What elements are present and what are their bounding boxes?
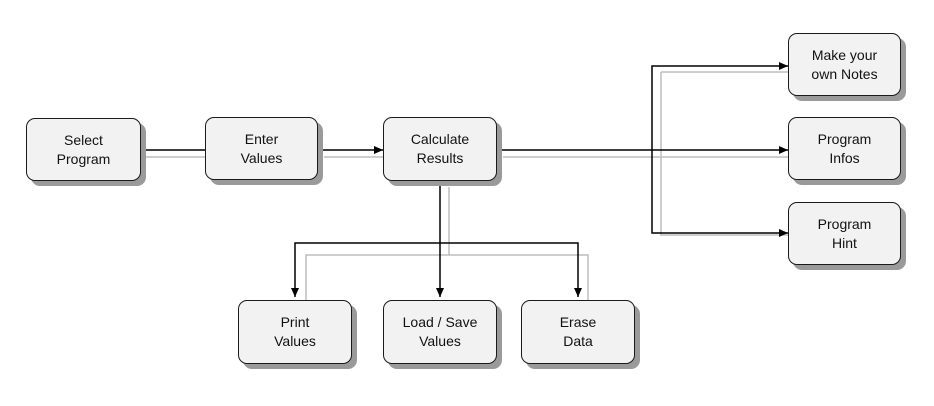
- node-label: Select Program: [56, 131, 111, 167]
- node-select-program: Select Program: [26, 118, 141, 181]
- node-label: Calculate Results: [410, 131, 470, 166]
- node-label: Print Values: [274, 314, 316, 349]
- node-print-values: Print Values: [238, 300, 352, 364]
- node-label: Make your own Notes: [811, 46, 878, 82]
- node-program-infos: Program Infos: [788, 117, 901, 180]
- connector-shadows: [146, 71, 794, 300]
- edge-to-print: [291, 242, 440, 297]
- connectors-main: [141, 62, 788, 297]
- node-load-save-values: Load / Save Values: [383, 300, 497, 364]
- edge-to-erase: [440, 242, 582, 297]
- node-make-your-own-notes: Make your own Notes: [788, 33, 901, 96]
- node-enter-values: Enter Values: [205, 117, 318, 180]
- node-calculate-results: Calculate Results: [383, 117, 497, 181]
- edge-to-notes: [651, 62, 788, 150]
- node-erase-data: Erase Data: [521, 300, 635, 364]
- edge-to-hint: [651, 150, 788, 237]
- node-label: Load / Save Values: [402, 314, 478, 349]
- node-label: Program Infos: [817, 130, 872, 166]
- node-label: Program Hint: [817, 215, 872, 251]
- node-label: Enter Values: [240, 130, 283, 166]
- node-label: Erase Data: [559, 314, 597, 349]
- node-program-hint: Program Hint: [788, 202, 901, 265]
